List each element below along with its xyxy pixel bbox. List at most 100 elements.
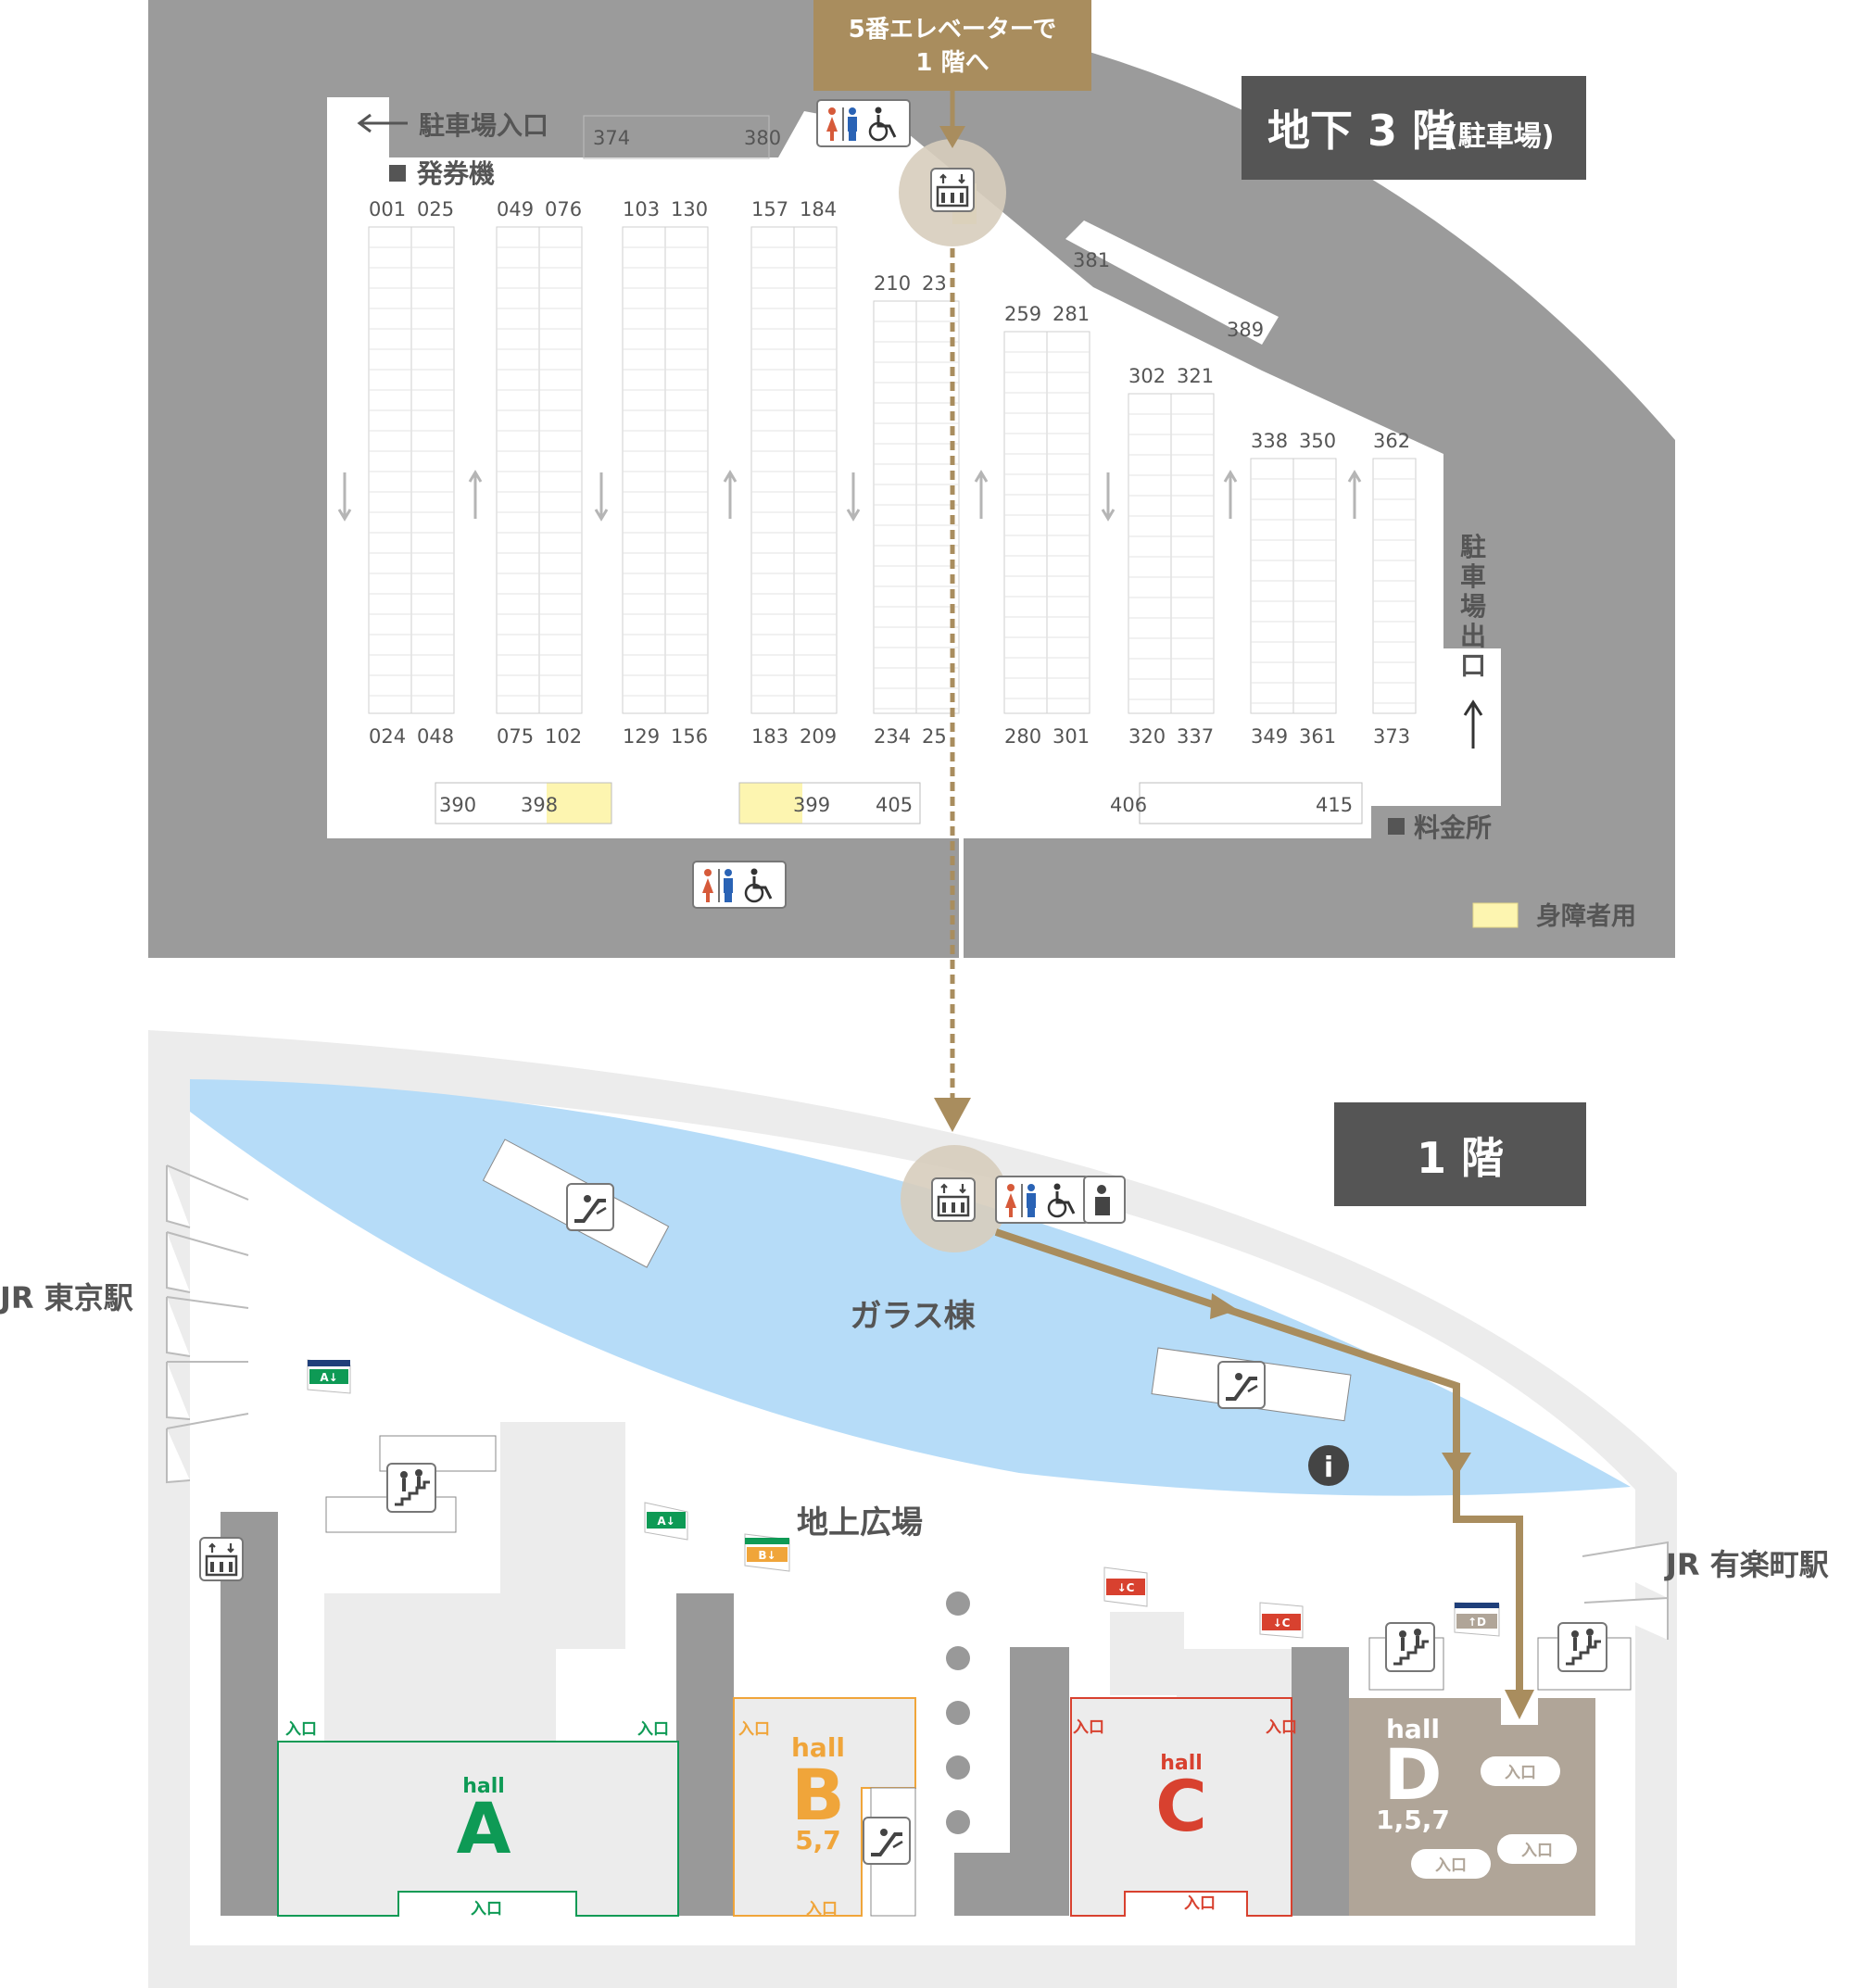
entrance-label: 入口 bbox=[1266, 1718, 1297, 1737]
building-structure bbox=[324, 1422, 1297, 1742]
hall-c[interactable]: hall C 入口 入口 入口 bbox=[1070, 1697, 1297, 1917]
stall-number: 102 bbox=[545, 725, 582, 748]
entrance-label: 入口 bbox=[1184, 1894, 1216, 1913]
parking-exit-label: 駐車場出口 bbox=[1460, 532, 1486, 681]
stall-number: 075 bbox=[497, 725, 534, 748]
stall-number: 374 bbox=[593, 127, 630, 149]
route-note-line1: 5番エレベーターで bbox=[849, 16, 1057, 44]
hall-letter: B bbox=[791, 1754, 845, 1836]
traffic-arrow-icon bbox=[1101, 472, 1116, 522]
entrance-label: 入口 bbox=[1073, 1718, 1104, 1737]
hall-a[interactable]: hall A 入口 入口 入口 bbox=[277, 1720, 679, 1919]
stall-number: 320 bbox=[1128, 725, 1166, 748]
direction-sign-a: A↓ bbox=[644, 1502, 688, 1541]
stall-number: 280 bbox=[1004, 725, 1041, 748]
pillar bbox=[221, 1512, 1349, 1916]
ground-floor: ガラス棟 i JR 東京駅 bbox=[0, 1030, 1829, 1988]
info-glyph: i bbox=[1324, 1452, 1333, 1484]
restroom-icon bbox=[691, 860, 788, 910]
toll-booth-label: 料金所 bbox=[1414, 812, 1492, 843]
stall-number: 349 bbox=[1251, 725, 1288, 748]
restroom-icon bbox=[994, 1175, 1090, 1225]
hall-word: hall bbox=[462, 1775, 505, 1798]
stall-number: 405 bbox=[876, 794, 913, 816]
floor-label-box bbox=[1242, 76, 1586, 180]
stall-number: 321 bbox=[1177, 365, 1214, 387]
hall-letter: D bbox=[1383, 1733, 1442, 1816]
entrance-label: 入口 bbox=[285, 1720, 317, 1739]
diagonal-stalls bbox=[1065, 220, 1279, 345]
direction-sign-b: B↓ bbox=[744, 1533, 790, 1572]
legend-accessible-label: 身障者用 bbox=[1536, 901, 1636, 931]
stall-number: 399 bbox=[793, 794, 830, 816]
stall-number: 373 bbox=[1373, 725, 1410, 748]
exit-char: 駐 bbox=[1460, 532, 1486, 562]
hall-letter: A bbox=[457, 1787, 511, 1869]
entrance-label: 入口 bbox=[471, 1900, 502, 1919]
entrance-label: 入口 bbox=[1435, 1856, 1467, 1875]
entrance-label: 入口 bbox=[806, 1900, 838, 1919]
route-note-line2: 1 階へ bbox=[915, 49, 989, 77]
stall-number: 406 bbox=[1110, 794, 1147, 816]
hall-letter: C bbox=[1155, 1765, 1207, 1847]
hall-word: hall bbox=[1386, 1714, 1440, 1744]
stall-number: 281 bbox=[1053, 303, 1090, 325]
stall-number: 048 bbox=[417, 725, 454, 748]
stall-number: 024 bbox=[369, 725, 406, 748]
stall-number: 338 bbox=[1251, 430, 1288, 452]
stall-number: 23 bbox=[922, 272, 947, 295]
stall-number: 390 bbox=[439, 794, 476, 816]
parking-area bbox=[327, 97, 1501, 838]
exit-arrow-icon bbox=[1463, 699, 1483, 749]
traffic-arrow-icon bbox=[1347, 470, 1362, 519]
stall-number: 337 bbox=[1177, 725, 1214, 748]
hall-b[interactable]: hall B 5,7 入口 入口 bbox=[733, 1697, 916, 1919]
elevator-icon bbox=[930, 1176, 977, 1223]
restroom-icon bbox=[815, 98, 912, 148]
stall-number: 389 bbox=[1227, 319, 1264, 341]
traffic-arrow-icon bbox=[337, 472, 352, 522]
stall-number: 210 bbox=[874, 272, 911, 295]
accessible-spot bbox=[547, 783, 611, 824]
stall-number: 183 bbox=[751, 725, 788, 748]
column-dots bbox=[946, 1592, 970, 1834]
traffic-arrow-icon bbox=[1223, 470, 1238, 519]
stall-number: 381 bbox=[1073, 249, 1110, 271]
jr-yurakucho-label: JR 有楽町駅 bbox=[1664, 1547, 1829, 1582]
stairs-icon bbox=[1557, 1621, 1608, 1673]
stall-number: 103 bbox=[623, 198, 660, 220]
hall-floors: 5,7 bbox=[795, 1825, 841, 1856]
stall-number: 302 bbox=[1128, 365, 1166, 387]
sign-text: B↓ bbox=[758, 1549, 775, 1562]
floor-label-sub: (駐車場) bbox=[1445, 120, 1554, 153]
hall-d[interactable]: hall D 1,5,7 入口 入口 入口 bbox=[1349, 1698, 1595, 1916]
entrance-arrow-icon bbox=[357, 113, 408, 133]
traffic-arrow-icon bbox=[594, 472, 609, 522]
route-note: 5番エレベーターで 1 階へ bbox=[813, 0, 1091, 148]
accessible-spot bbox=[739, 783, 802, 824]
floor-label-box bbox=[1334, 1102, 1586, 1206]
ticket-machine-label: 発券機 bbox=[416, 158, 495, 189]
legend-swatch bbox=[1472, 902, 1519, 928]
sign-text: A↓ bbox=[320, 1371, 337, 1384]
direction-sign-d: ↑D bbox=[1454, 1602, 1500, 1637]
exit-char: 車 bbox=[1460, 561, 1486, 592]
entrance-label: 入口 bbox=[738, 1720, 770, 1739]
jr-tokyo-gates bbox=[166, 1164, 249, 1484]
jr-tokyo-label: JR 東京駅 bbox=[0, 1280, 133, 1315]
sign-text: ↑D bbox=[1468, 1616, 1486, 1629]
route-line bbox=[994, 1228, 1523, 1705]
direction-sign-a: A↓ bbox=[307, 1359, 351, 1394]
stall-number: 415 bbox=[1316, 794, 1353, 816]
entrance-label: 入口 bbox=[1505, 1764, 1536, 1782]
escalator-icon bbox=[565, 1182, 615, 1232]
stairs-icon bbox=[385, 1462, 437, 1514]
elevator-icon bbox=[929, 167, 976, 213]
bottom-stall-row bbox=[435, 782, 1363, 824]
sign-text: A↓ bbox=[657, 1515, 674, 1528]
entrance-label: 入口 bbox=[1521, 1842, 1553, 1860]
parking-entrance-label: 駐車場入口 bbox=[419, 110, 548, 141]
direction-sign-c: ↓C bbox=[1103, 1566, 1148, 1607]
stall-number: 076 bbox=[545, 198, 582, 220]
